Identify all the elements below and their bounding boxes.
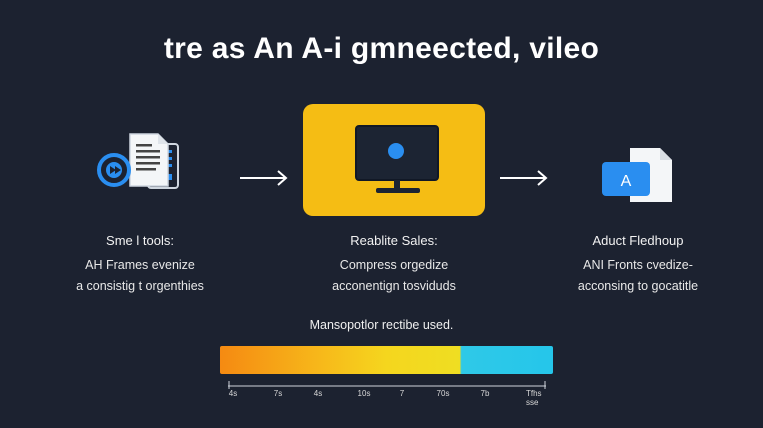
monitor-icon <box>355 125 439 193</box>
center-column-line: acconentign tosviduds <box>332 279 456 293</box>
diagram-title: tre as An A-i gmneected, vileo <box>163 32 600 65</box>
tick-label: 10s <box>357 389 371 398</box>
tick-label: 7s <box>273 389 283 398</box>
right-column-line: ANI Fronts cvedize- <box>583 258 693 272</box>
left-column-line: a consistig t orgenthies <box>76 279 204 293</box>
center-column-line: Compress orgedize <box>339 258 449 272</box>
tick-label: 7 <box>399 389 405 398</box>
center-column-heading: Reablite Sales: <box>350 233 438 248</box>
tick-label: 7b <box>480 389 490 398</box>
right-column-line: acconsing to gocatitle <box>577 279 699 293</box>
right-column-heading: Aduct Fledhoup <box>592 233 684 248</box>
tick-label: Tfhs sse <box>526 389 542 407</box>
arrow-right-icon <box>500 170 548 186</box>
document-tools-icon <box>97 133 179 189</box>
tick-label: 70s <box>436 389 450 398</box>
gradient-scale-bar <box>220 346 553 374</box>
scale-axis <box>228 381 546 389</box>
bar-caption: Mansopotlor rectibe used. <box>309 318 454 332</box>
left-column-heading: Sme l tools: <box>106 233 174 248</box>
font-letter: A <box>621 173 632 190</box>
scale-tick-labels: 4s 7s 4s 10s 7 70s 7b Tfhs sse <box>218 389 562 407</box>
left-column-line: AH Frames evenize <box>85 258 195 272</box>
tick-label: 4s <box>228 389 238 398</box>
font-document-icon: A <box>602 148 672 202</box>
tick-label: 4s <box>313 389 323 398</box>
arrow-right-icon <box>240 170 288 186</box>
